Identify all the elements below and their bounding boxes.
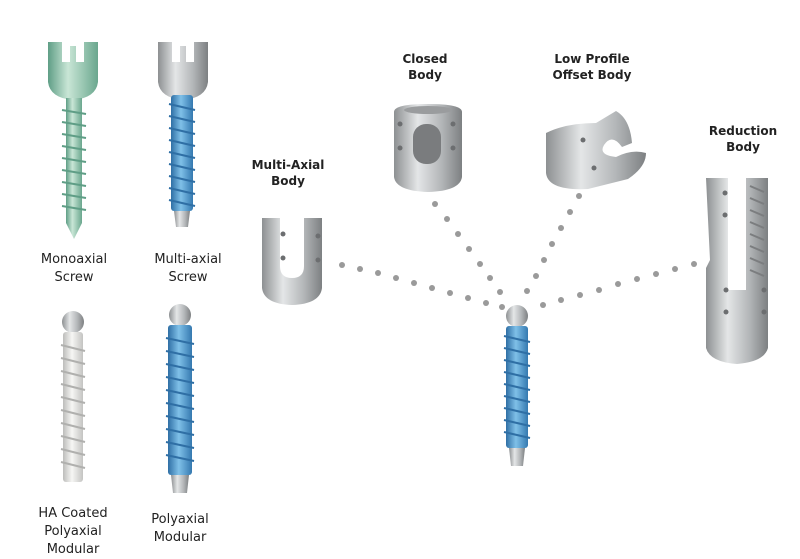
connector-multi-axial bbox=[339, 262, 505, 310]
polyaxial-screw-image bbox=[165, 304, 195, 493]
closed-body-image bbox=[394, 104, 462, 192]
connector-low-profile bbox=[524, 193, 582, 294]
connector-reduction bbox=[540, 261, 697, 308]
low-profile-body-image bbox=[546, 111, 646, 190]
ha-coated-screw-image bbox=[60, 311, 86, 482]
dotted-connectors bbox=[339, 193, 697, 310]
multi-axial-body-image bbox=[262, 218, 322, 305]
monoaxial-screw-image bbox=[48, 42, 98, 239]
multiaxial-screw-image bbox=[158, 42, 208, 227]
connector-closed bbox=[432, 201, 503, 295]
central-polyaxial-screw-image bbox=[503, 305, 531, 466]
reduction-body-image bbox=[706, 178, 768, 364]
